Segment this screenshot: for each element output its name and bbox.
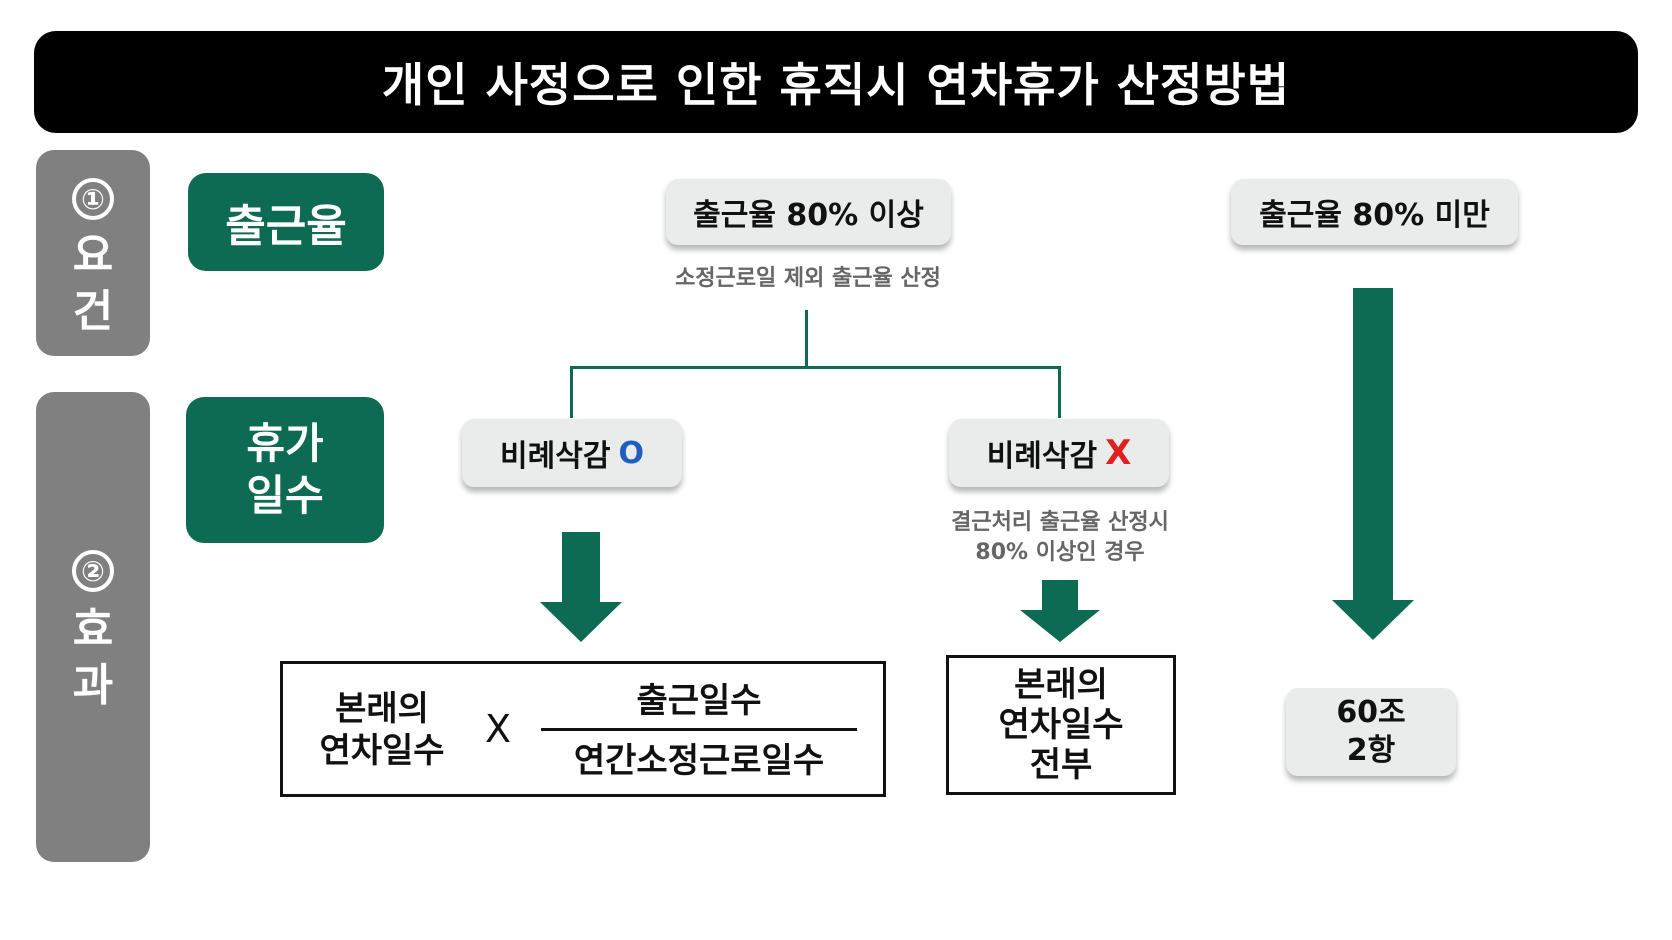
page-title: 개인 사정으로 인한 휴직시 연차휴가 산정방법 bbox=[381, 58, 1291, 112]
node-proportional-yes-text: 비례삭감 bbox=[500, 439, 611, 474]
result-full-line1: 본래의 bbox=[1014, 665, 1108, 705]
result-full-line2: 연차일수 bbox=[998, 705, 1124, 745]
formula-numerator: 출근일수 bbox=[636, 681, 762, 721]
note-proportional-no-line2: 80% 이상인 경우 bbox=[975, 540, 1145, 565]
circle-mark-icon: O bbox=[618, 435, 644, 471]
connector-stem bbox=[805, 310, 808, 368]
node-attendance-over80-text: 출근율 80% 이상 bbox=[693, 198, 924, 233]
down-arrow-icon bbox=[1332, 288, 1414, 640]
result-formula-box: 본래의 연차일수 X 출근일수 연간소정근로일수 bbox=[280, 661, 886, 797]
side-char: 요 bbox=[72, 230, 114, 281]
number-two-badge: ② bbox=[72, 550, 114, 592]
connector-horizontal bbox=[570, 366, 1061, 369]
label-leave-days-line1: 휴가 bbox=[246, 419, 324, 468]
label-attendance: 출근율 bbox=[188, 173, 384, 271]
formula-operator: X bbox=[484, 707, 512, 751]
result-article-line1: 60조 bbox=[1336, 695, 1406, 730]
label-attendance-text: 출근율 bbox=[225, 201, 347, 252]
cross-mark-icon: X bbox=[1105, 433, 1132, 473]
formula-left-line2: 연차일수 bbox=[319, 731, 445, 771]
node-proportional-no: 비례삭감 X bbox=[949, 419, 1169, 487]
side-tab-requirement: ① 요 건 bbox=[36, 150, 150, 356]
label-leave-days-line2: 일수 bbox=[246, 471, 324, 520]
side-char: 효 bbox=[72, 604, 114, 655]
result-full-text: 본래의 연차일수 전부 bbox=[998, 665, 1123, 785]
formula-left: 본래의 연차일수 bbox=[307, 688, 457, 772]
result-article: 60조 2항 bbox=[1286, 688, 1456, 776]
connector-right-drop bbox=[1058, 366, 1061, 418]
formula-left-line1: 본래의 bbox=[335, 689, 429, 729]
node-proportional-yes: 비례삭감 O bbox=[462, 419, 682, 487]
node-attendance-under80-text: 출근율 80% 미만 bbox=[1259, 198, 1490, 233]
down-arrow-icon bbox=[1020, 580, 1100, 642]
note-proportional-no-line1: 결근처리 출근율 산정시 bbox=[951, 510, 1169, 535]
note-proportional-no: 결근처리 출근율 산정시 80% 이상인 경우 bbox=[910, 508, 1210, 568]
node-attendance-under80: 출근율 80% 미만 bbox=[1231, 179, 1518, 245]
side-char: 건 bbox=[72, 286, 114, 337]
side-char: 과 bbox=[72, 660, 114, 711]
node-attendance-over80: 출근율 80% 이상 bbox=[666, 179, 951, 245]
result-article-line2: 2항 bbox=[1346, 733, 1396, 768]
result-full-line3: 전부 bbox=[1029, 745, 1093, 785]
result-full-box: 본래의 연차일수 전부 bbox=[946, 655, 1176, 795]
down-arrow-icon bbox=[540, 532, 622, 642]
note-over80: 소정근로일 제외 출근율 산정 bbox=[675, 266, 941, 291]
title-bar: 개인 사정으로 인한 휴직시 연차휴가 산정방법 bbox=[34, 31, 1638, 133]
fraction-bar bbox=[541, 728, 857, 731]
number-one-badge: ① bbox=[72, 178, 114, 220]
node-proportional-no-text: 비례삭감 bbox=[986, 439, 1098, 474]
connector-left-drop bbox=[570, 366, 573, 418]
label-leave-days: 휴가 일수 bbox=[186, 397, 384, 543]
formula-denominator: 연간소정근로일수 bbox=[573, 741, 825, 781]
side-tab-effect: ② 효 과 bbox=[36, 392, 150, 862]
